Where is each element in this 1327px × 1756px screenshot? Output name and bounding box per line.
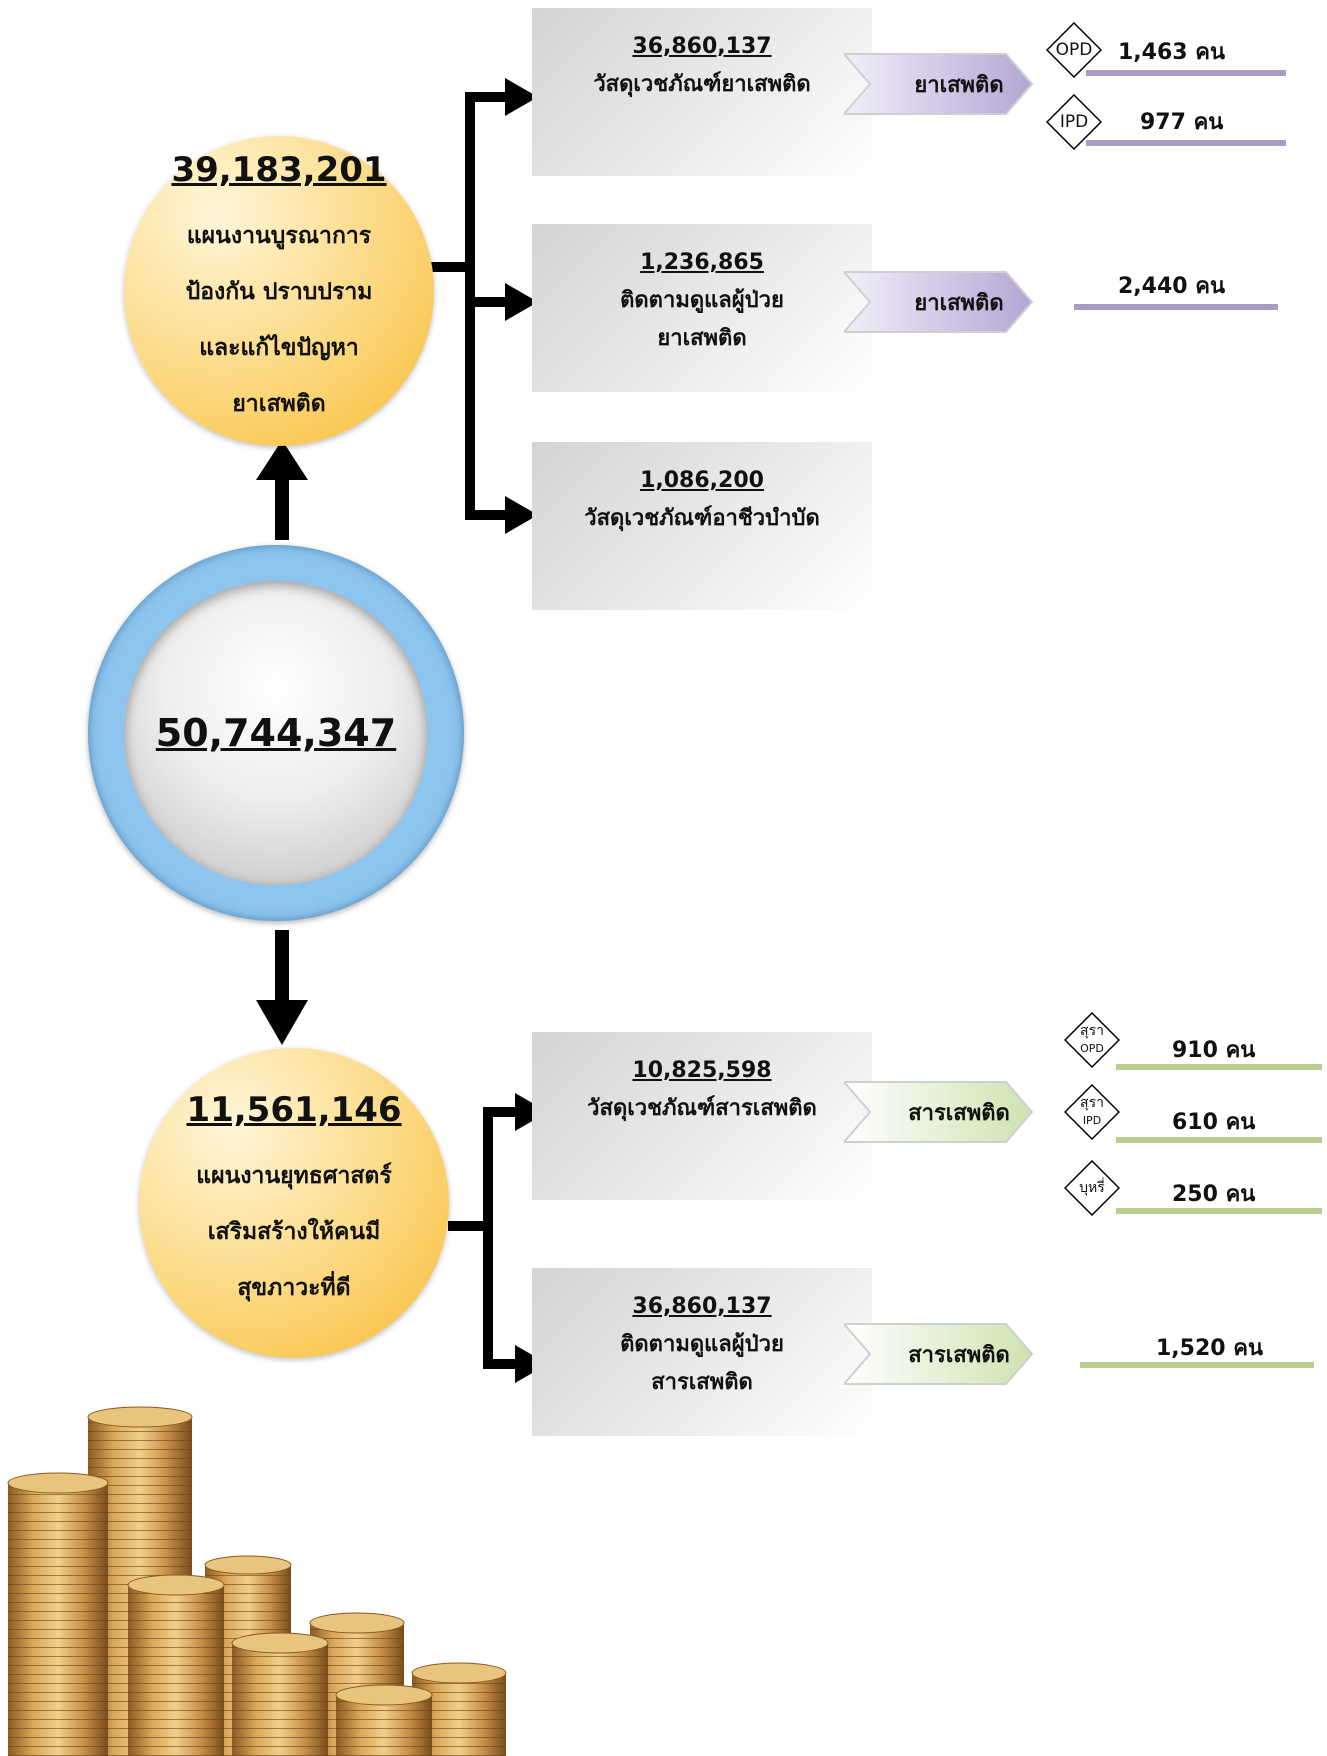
plan-bottom-label-3: สุขภาวะที่ดี: [237, 1275, 351, 1301]
diamond-shape: [1045, 21, 1103, 79]
plan-bottom-label-1: แผนงานยุทธศาสตร์: [196, 1163, 392, 1189]
chevron-drug-2: ยาเสพติด: [841, 270, 1034, 334]
coin-stack: [7, 1472, 109, 1756]
count-alcohol-opd: 910 คน: [1172, 1038, 1256, 1063]
box-label: วัสดุเวชภัณฑ์ยาเสพติด: [593, 72, 811, 97]
coin-stack: [127, 1574, 225, 1756]
plan-top-label-2: ป้องกัน ปราบปราม: [185, 279, 373, 305]
budget-box-substance-followup: 36,860,137 ติดตามดูแลผู้ป่วย สารเสพติด: [532, 1268, 872, 1436]
budget-box-substance-supplies: 10,825,598 วัสดุเวชภัณฑ์สารเสพติด: [532, 1032, 872, 1200]
count-alcohol-ipd: 610 คน: [1172, 1110, 1256, 1135]
count-tobacco: 250 คน: [1172, 1182, 1256, 1207]
box-amount: 36,860,137: [632, 34, 772, 59]
box-amount: 1,086,200: [640, 468, 764, 493]
coin-stack: [231, 1632, 329, 1756]
diamond-shape: [1063, 1011, 1121, 1069]
chevron-label: ยาเสพติด: [914, 72, 1004, 98]
chevron-shape: [841, 271, 1034, 333]
coin-stack: [335, 1684, 433, 1756]
chevron-substance-2: สารเสพติด: [841, 1322, 1034, 1386]
bar-drug-followup: [1074, 304, 1278, 310]
chevron-label: สารเสพติด: [908, 1100, 1010, 1126]
plan-bottom-amount: 11,561,146: [186, 1090, 402, 1130]
box-amount: 36,860,137: [632, 1294, 772, 1319]
box-label: ติดตามดูแลผู้ป่วย: [620, 1332, 784, 1357]
coin-stack-icon: [7, 1406, 507, 1756]
diamond-shape: [1063, 1159, 1121, 1217]
diamond-ipd: IPD: [1045, 93, 1103, 151]
diamond-label: OPD: [1055, 40, 1093, 60]
plan-bottom-label-2: เสริมสร้างให้คนมี: [207, 1219, 381, 1245]
plan-top-circle: 39,183,201 แผนงานบูรณาการ ป้องกัน ปราบปร…: [124, 136, 434, 446]
count-substance-followup: 1,520 คน: [1156, 1336, 1264, 1361]
plan-top-amount: 39,183,201: [171, 150, 387, 190]
box-label: ติดตามดูแลผู้ป่วย: [620, 288, 784, 313]
diamond-label: สุรา IPD: [1064, 1084, 1120, 1140]
bar-substance-followup: [1080, 1362, 1314, 1368]
diamond-main: สุรา: [1080, 1023, 1104, 1039]
budget-box-drug-followup: 1,236,865 ติดตามดูแลผู้ป่วย ยาเสพติด: [532, 224, 872, 392]
plan-top-label-4: ยาเสพติด: [232, 391, 326, 417]
count-ipd: 977 คน: [1140, 110, 1224, 135]
diamond-shape: [1045, 93, 1103, 151]
diamond-shape: [1063, 1083, 1121, 1141]
center-total-amount: 50,744,347: [155, 711, 397, 755]
budget-box-drug-supplies: 36,860,137 วัสดุเวชภัณฑ์ยาเสพติด: [532, 8, 872, 176]
chevron-substance-1: สารเสพติด: [841, 1080, 1034, 1144]
diamond-opd: OPD: [1045, 21, 1103, 79]
box-amount: 1,236,865: [640, 250, 764, 275]
diamond-label: IPD: [1059, 112, 1089, 132]
bar-alcohol-ipd: [1116, 1137, 1322, 1143]
box-label: วัสดุเวชภัณฑ์อาชีวบำบัด: [584, 506, 820, 531]
box-label: สารเสพติด: [651, 1370, 753, 1395]
plan-top-label-1: แผนงานบูรณาการ: [186, 223, 372, 249]
center-total-disc: 50,744,347: [124, 581, 428, 885]
chevron-shape: [841, 1081, 1034, 1143]
plan-top-label-3: และแก้ไขปัญหา: [199, 335, 359, 361]
diamond-label: บุหรี่: [1079, 1180, 1105, 1196]
chevron-drug-1: ยาเสพติด: [841, 52, 1034, 116]
bar-opd: [1086, 70, 1286, 76]
budget-box-occupational-therapy: 1,086,200 วัสดุเวชภัณฑ์อาชีวบำบัด: [532, 442, 872, 610]
diamond-sub: IPD: [1082, 1114, 1102, 1127]
chevron-shape: [841, 53, 1034, 115]
count-drug-followup: 2,440 คน: [1118, 274, 1226, 299]
bar-ipd: [1086, 140, 1286, 146]
diamond-alcohol-ipd: สุรา IPD: [1063, 1083, 1121, 1141]
bar-tobacco: [1116, 1208, 1322, 1214]
arrowhead-up: [256, 440, 308, 480]
chevron-label: สารเสพติด: [908, 1342, 1010, 1368]
diamond-tobacco: บุหรี่: [1063, 1159, 1121, 1217]
diamond-alcohol-opd: สุรา OPD: [1063, 1011, 1121, 1069]
diamond-sub: OPD: [1080, 1042, 1104, 1055]
chevron-shape: [841, 1323, 1034, 1385]
box-label: วัสดุเวชภัณฑ์สารเสพติด: [587, 1096, 817, 1121]
diamond-label: สุรา OPD: [1064, 1012, 1120, 1068]
bar-alcohol-opd: [1116, 1064, 1322, 1070]
plan-bottom-circle: 11,561,146 แผนงานยุทธศาสตร์ เสริมสร้างให…: [139, 1048, 449, 1358]
arrowhead-down: [256, 1000, 308, 1045]
box-amount: 10,825,598: [632, 1058, 772, 1083]
box-label: ยาเสพติด: [657, 326, 747, 351]
chevron-label: ยาเสพติด: [914, 290, 1004, 316]
diamond-main: สุรา: [1080, 1095, 1104, 1111]
count-opd: 1,463 คน: [1118, 40, 1226, 65]
